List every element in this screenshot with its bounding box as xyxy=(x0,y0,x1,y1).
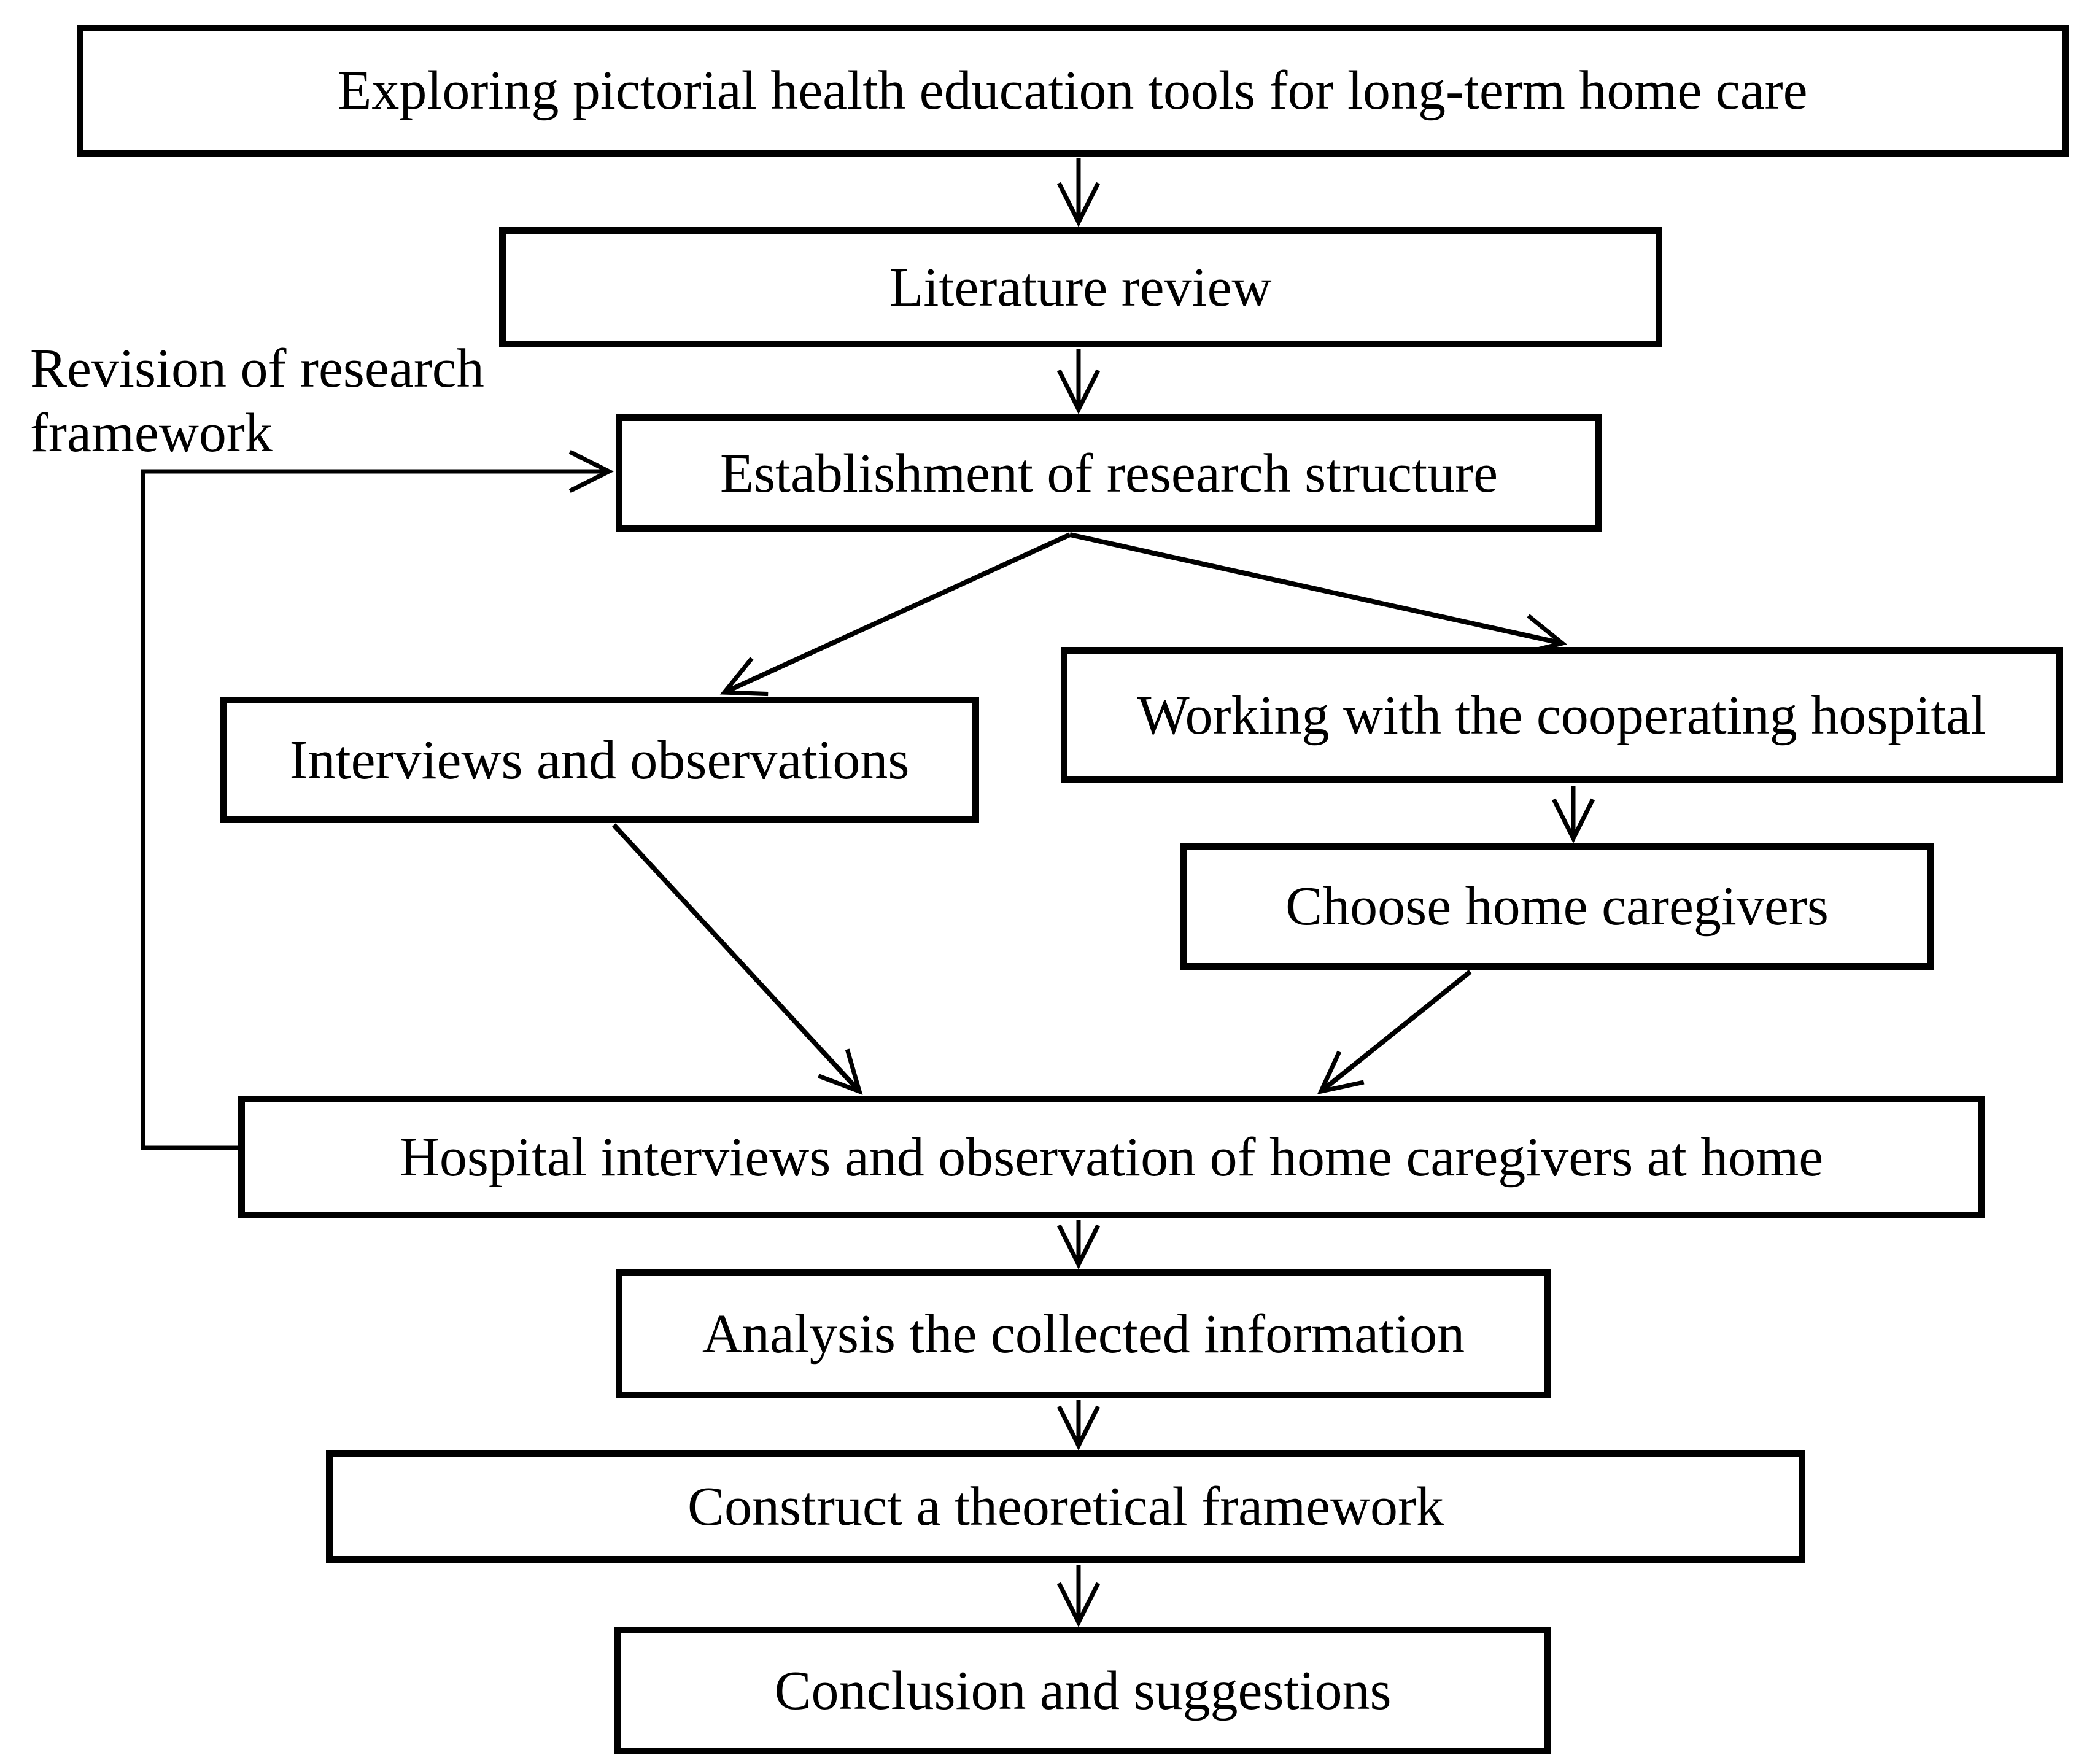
node-label: Hospital interviews and observation of h… xyxy=(399,1126,1824,1188)
arrow-choose-to-hospital xyxy=(1317,969,1472,1095)
node-interviews-and-observations: Interviews and observations xyxy=(220,697,979,823)
node-analysis-collected-information: Analysis the collected information xyxy=(616,1269,1551,1398)
revision-feedback-connector xyxy=(141,449,614,1150)
node-literature-review: Literature review xyxy=(499,227,1662,347)
node-label: Construct a theoretical framework xyxy=(687,1476,1444,1537)
node-label: Conclusion and suggestions xyxy=(774,1660,1392,1721)
node-conclusion-and-suggestions: Conclusion and suggestions xyxy=(614,1627,1551,1754)
node-choose-home-caregivers: Choose home caregivers xyxy=(1180,843,1934,970)
node-label: Interviews and observations xyxy=(289,729,910,791)
node-label: Establishment of research structure xyxy=(719,443,1498,504)
node-construct-theoretical-framework: Construct a theoretical framework xyxy=(326,1450,1805,1563)
revision-label-line1: Revision of research xyxy=(30,338,484,399)
node-hospital-interviews-and-observation: Hospital interviews and observation of h… xyxy=(238,1096,1985,1218)
revision-of-research-framework-label: Revision of research framework xyxy=(30,336,484,465)
node-label: Literature review xyxy=(889,257,1272,318)
node-label: Choose home caregivers xyxy=(1285,876,1829,937)
arrow-interviews-to-hospital xyxy=(612,823,863,1095)
arrow-establishment-to-working xyxy=(1069,532,1567,656)
revision-label-line2: framework xyxy=(30,403,273,463)
arrow-establishment-to-interviews xyxy=(719,532,1071,697)
node-label: Analysis the collected information xyxy=(702,1303,1465,1365)
node-label: Exploring pictorial health education too… xyxy=(338,60,1808,121)
node-exploring-pictorial-tools: Exploring pictorial health education too… xyxy=(77,25,2069,157)
node-label: Working with the cooperating hospital xyxy=(1137,684,1986,746)
node-working-with-cooperating-hospital: Working with the cooperating hospital xyxy=(1061,647,2063,783)
node-establishment-of-research-structure: Establishment of research structure xyxy=(616,414,1602,532)
